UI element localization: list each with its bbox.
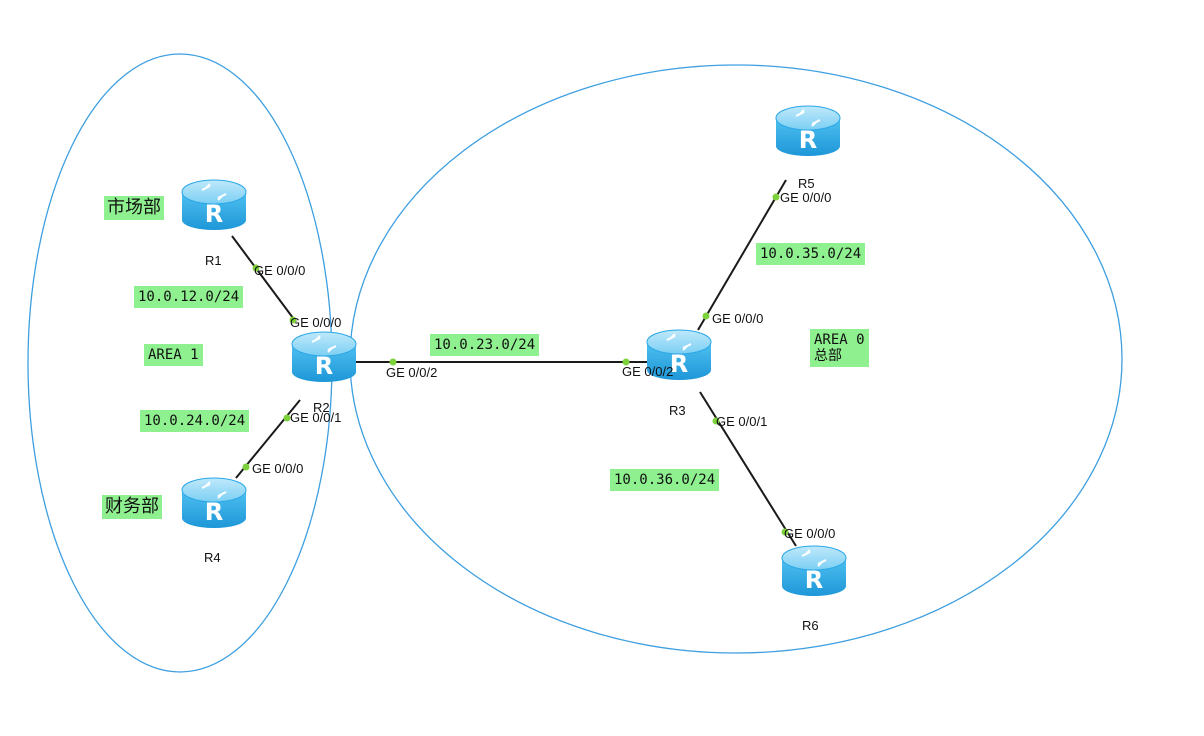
subnet-label-r3-r6: 10.0.36.0/24 (610, 469, 720, 491)
port-label-r2-ge000: GE 0/0/0 (290, 315, 342, 330)
router-icon[interactable]: R (775, 105, 841, 156)
area-0-boundary (349, 64, 1123, 654)
port-dot (252, 264, 260, 272)
port-label-r5-ge000: GE 0/0/0 (780, 190, 832, 205)
port-dot (289, 316, 297, 324)
port-label-r2-ge001: GE 0/0/1 (290, 410, 342, 425)
port-label-r1-ge000: GE 0/0/0 (254, 263, 306, 278)
router-icon[interactable]: R (181, 179, 247, 230)
port-dot (622, 358, 630, 366)
router-name-r6: R6 (802, 618, 819, 633)
port-dot (712, 417, 720, 425)
link-r1-r2[interactable] (231, 235, 297, 323)
port-label-r2-ge002: GE 0/0/2 (386, 365, 438, 380)
router-icon[interactable]: R (181, 477, 247, 528)
department-label-r4: 财务部 (102, 495, 162, 519)
subnet-label-r2-r3: 10.0.23.0/24 (430, 334, 540, 356)
port-dot (242, 463, 250, 471)
router-icon[interactable]: R (781, 545, 847, 596)
svg-text:R: R (315, 352, 333, 380)
port-label-r3-ge001: GE 0/0/1 (716, 414, 768, 429)
area-1-label: AREA 1 (144, 344, 203, 366)
router-name-r2: R2 (313, 400, 330, 415)
area-0-label: AREA 0 总部 (810, 329, 869, 367)
port-dot (389, 358, 397, 366)
svg-text:R: R (670, 350, 688, 378)
port-dot (702, 312, 710, 320)
port-label-r4-ge000: GE 0/0/0 (252, 461, 304, 476)
svg-text:R: R (205, 498, 223, 526)
port-dot (283, 414, 291, 422)
port-label-r6-ge000: GE 0/0/0 (784, 526, 836, 541)
port-dot (781, 528, 789, 536)
port-label-r3-ge002: GE 0/0/2 (622, 364, 674, 379)
link-r3-r5[interactable] (697, 179, 787, 331)
subnet-label-r1-r2: 10.0.12.0/24 (134, 286, 244, 308)
svg-text:R: R (205, 200, 223, 228)
subnet-label-r3-r5: 10.0.35.0/24 (756, 243, 866, 265)
subnet-label-r2-r4: 10.0.24.0/24 (140, 410, 250, 432)
router-icon[interactable]: R (646, 329, 712, 380)
router-icon[interactable]: R (291, 331, 357, 382)
router-name-r5: R5 (798, 176, 815, 191)
router-name-r4: R4 (204, 550, 221, 565)
port-label-r3-ge000: GE 0/0/0 (712, 311, 764, 326)
svg-text:R: R (799, 126, 817, 154)
router-name-r1: R1 (205, 253, 222, 268)
department-label-r1: 市场部 (104, 196, 164, 220)
port-dot (772, 193, 780, 201)
router-name-r3: R3 (669, 403, 686, 418)
svg-text:R: R (805, 566, 823, 594)
